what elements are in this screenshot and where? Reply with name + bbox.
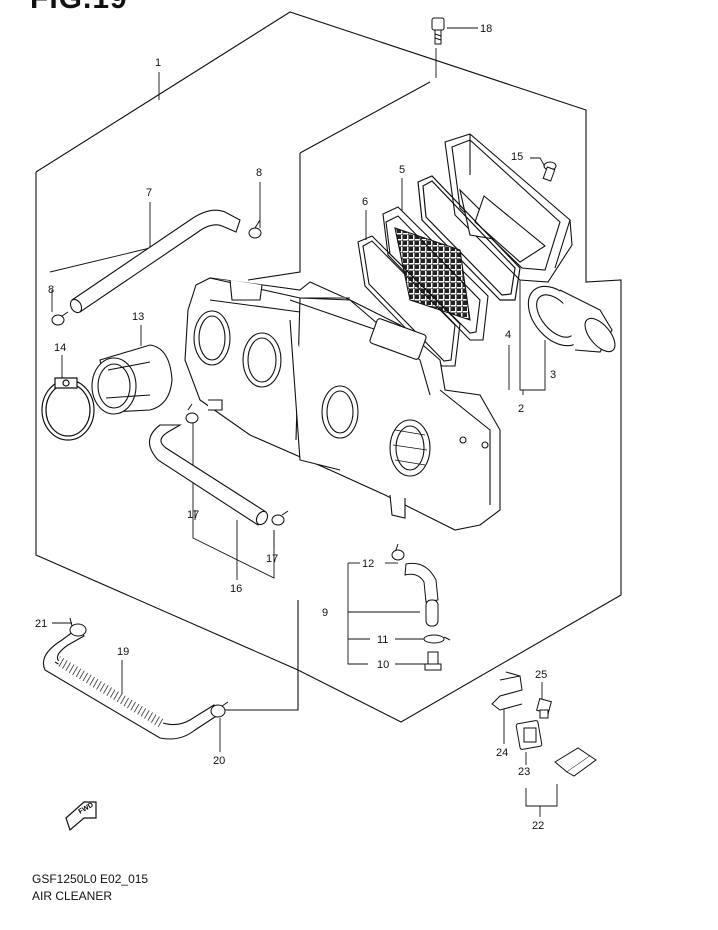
clamp-8: [52, 220, 261, 325]
clamp-17: [186, 404, 288, 525]
callout-9: 9: [322, 607, 328, 619]
funnel-3: [517, 276, 620, 357]
figure-title: FIG.19: [30, 0, 128, 16]
callout-16: 16: [230, 583, 242, 595]
bracket-set: [492, 672, 596, 776]
callout-14: 14: [54, 342, 66, 354]
leader-lines: [50, 28, 557, 817]
callout-3: 3: [550, 369, 556, 381]
callout-15: 15: [511, 151, 523, 163]
callout-12: 12: [362, 558, 374, 570]
callout-19: 19: [117, 646, 129, 658]
callout-17-left: 17: [187, 509, 199, 521]
seal-4: [418, 176, 520, 300]
callout-24: 24: [496, 747, 508, 759]
clamp-14: [42, 378, 94, 440]
gasket-6: [358, 236, 460, 366]
screw-15: [543, 162, 556, 181]
model-code: GSF1250L0 E02_015: [32, 872, 149, 886]
callout-8-lower: 8: [48, 284, 54, 296]
callout-20: 20: [213, 755, 225, 767]
clamp-21-20: [70, 618, 228, 717]
fwd-arrow-icon: FWD: [66, 802, 96, 830]
drain-set: [392, 544, 450, 670]
callout-2: 2: [518, 403, 524, 415]
callout-labels: 1 2 3 4 5 6 7 8 8 9 10 11 12 13 14 15 16…: [35, 23, 556, 832]
boot-13: [92, 345, 172, 414]
cleaner-case: [185, 278, 500, 530]
callout-18: 18: [480, 23, 492, 35]
callout-8-upper: 8: [256, 167, 262, 179]
callout-5: 5: [399, 164, 405, 176]
callout-1: 1: [155, 57, 161, 69]
callout-6: 6: [362, 196, 368, 208]
hose-16: [149, 425, 269, 527]
callout-23: 23: [518, 766, 530, 778]
callout-7: 7: [146, 187, 152, 199]
section-title: AIR CLEANER: [32, 889, 113, 903]
callout-10: 10: [377, 659, 389, 671]
callout-11: 11: [377, 634, 388, 646]
callout-25: 25: [535, 669, 547, 681]
hose-19: [43, 628, 218, 739]
callout-21: 21: [35, 618, 47, 630]
callout-22: 22: [532, 820, 544, 832]
hose-7: [68, 210, 240, 314]
assembly-outline: [36, 12, 621, 722]
callout-4: 4: [505, 329, 511, 341]
cleaner-cap-2: [445, 134, 572, 282]
callout-17-right: 17: [266, 553, 278, 565]
bolt-18: [432, 18, 444, 44]
callout-13: 13: [132, 311, 144, 323]
